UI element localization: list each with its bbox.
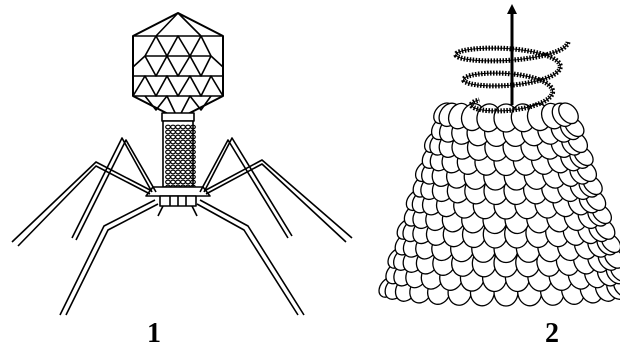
phage-tail xyxy=(163,121,195,189)
phage-head xyxy=(133,13,223,119)
panel-label-1: 1 xyxy=(147,320,161,348)
helical-virus-illustration xyxy=(375,4,620,307)
virus-capsomeres xyxy=(375,99,620,307)
bacteriophage-illustration xyxy=(12,13,352,315)
panel-label-2: 2 xyxy=(545,320,559,348)
phage-collar xyxy=(162,113,194,121)
arrow-head-icon xyxy=(507,4,517,14)
